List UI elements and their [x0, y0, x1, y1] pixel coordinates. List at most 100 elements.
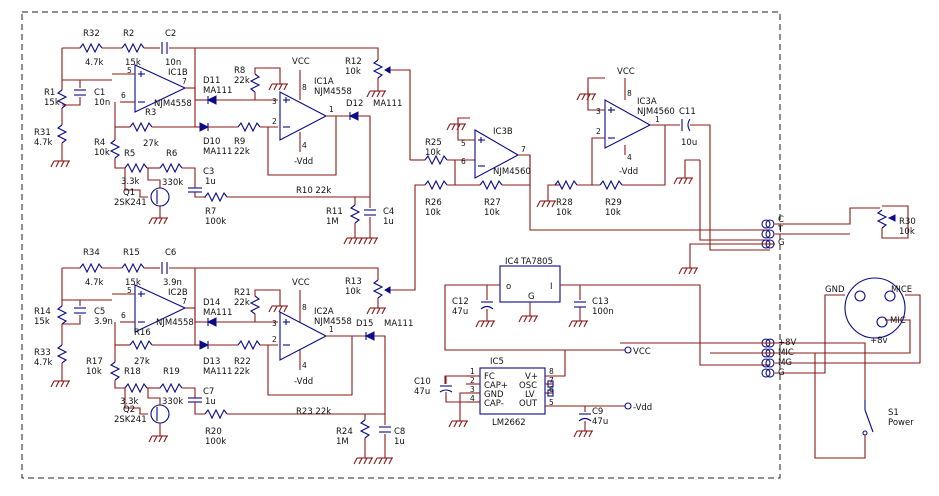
label-r29: R29 [605, 198, 622, 208]
value-r33: 4.7k [34, 358, 53, 368]
label-ic2b: IC2B [168, 288, 188, 298]
label-r28: R28 [556, 198, 573, 208]
value-r12: 10k [345, 67, 361, 77]
label-r9: R9 [234, 137, 245, 147]
pin-out: OUT [519, 399, 538, 409]
value-d11: MA111 [203, 86, 232, 96]
label-r30: R30 [899, 217, 916, 227]
svg-text:4: 4 [627, 153, 632, 162]
output-jack [678, 205, 909, 275]
svg-text:8: 8 [627, 89, 632, 98]
label-s1: S1 [888, 408, 899, 418]
label-c2: C2 [165, 29, 176, 39]
label-r3: R3 [145, 108, 156, 118]
value-c2: 10n [165, 58, 181, 68]
value-c1: 10n [94, 98, 110, 108]
label-vcc3: VCC [617, 67, 635, 77]
label-c3: C3 [203, 167, 214, 177]
value-r8: 22k [234, 76, 250, 86]
label-q2: Q2 [123, 405, 135, 415]
label-d10: D10 [203, 137, 220, 147]
label-r5: R5 [124, 149, 135, 159]
label-d14: D14 [203, 298, 220, 308]
label-c1: C1 [94, 88, 105, 98]
svg-text:7: 7 [521, 145, 526, 154]
pin-capp: CAP+ [484, 381, 508, 391]
label-r13: R13 [345, 277, 362, 287]
svg-text:5: 5 [461, 139, 466, 148]
svg-text:3: 3 [272, 97, 277, 106]
label-ic4: IC4 [505, 257, 519, 267]
pin-ic4-g: G [528, 292, 535, 302]
value-r25: 10k [425, 148, 441, 158]
xlr-connector [844, 277, 906, 339]
label-r25: R25 [425, 138, 442, 148]
svg-text:6: 6 [121, 311, 126, 320]
value-d12: MA111 [373, 99, 402, 109]
label-r6: R6 [166, 149, 177, 159]
label-r34: R34 [83, 248, 100, 258]
pin-vp: V+ [525, 372, 538, 382]
label-r20: R20 [205, 427, 222, 437]
value-r29: 10k [605, 208, 621, 218]
svg-text:4: 4 [302, 141, 307, 150]
value-r11: 1M [326, 217, 339, 227]
value-q1: 2SK241 [114, 198, 147, 208]
label-r32: R32 [83, 29, 100, 39]
net-vcc: VCC [633, 347, 651, 357]
svg-text:6: 6 [549, 385, 554, 394]
label-c12: C12 [452, 297, 469, 307]
value-c9: 47u [592, 417, 608, 427]
svg-text:6: 6 [121, 91, 126, 100]
svg-text:5: 5 [549, 398, 554, 407]
value-c13: 100n [592, 307, 614, 317]
label-r26: R26 [425, 198, 442, 208]
label-r22: R22 [234, 357, 251, 367]
svg-text:7: 7 [549, 376, 554, 385]
ic1b-opamp [134, 64, 187, 113]
label-d15: D15 [356, 319, 373, 329]
value-c3: 1u [205, 177, 216, 187]
pin-gnd: GND [484, 390, 504, 400]
value-c5: 3.9n [94, 317, 113, 327]
label-r33: R33 [34, 348, 51, 358]
type-ic3a: NJM4560 [637, 107, 675, 117]
power-supply [439, 265, 770, 438]
type-ic1b: NJM4558 [154, 99, 192, 109]
label-ic3b: IC3B [493, 127, 513, 137]
pin-ic4-o: o [506, 282, 511, 292]
value-r13: 10k [345, 287, 361, 297]
svg-text:4: 4 [302, 361, 307, 370]
value-r1: 15k [44, 98, 60, 108]
value-d15: MA111 [384, 319, 413, 329]
ic3b-opamp [474, 129, 520, 179]
value-r30: 10k [899, 227, 915, 237]
label-ic5: IC5 [490, 357, 504, 367]
pin-capm: CAP- [484, 399, 504, 409]
label-vdd3: -Vdd [619, 167, 638, 177]
value-r15: 15k [125, 278, 141, 288]
value-r24: 1M [336, 437, 349, 447]
label-d11: D11 [203, 76, 220, 86]
label-c6: C6 [165, 248, 176, 258]
label-r23: R23 22k [296, 407, 331, 417]
value-c4: 1u [383, 217, 394, 227]
type-ic5: LM2662 [492, 418, 526, 428]
svg-text:5: 5 [127, 66, 132, 75]
value-r7: 100k [205, 217, 226, 227]
value-r9: 22k [234, 147, 250, 157]
channel-2 [50, 184, 425, 465]
ic2a-opamp [279, 311, 328, 361]
type-ic2b: NJM4558 [156, 318, 194, 328]
type-ic4: TA7805 [520, 257, 553, 267]
label-d12: D12 [346, 99, 363, 109]
label-q1: Q1 [123, 188, 135, 198]
value-s1: Power [888, 418, 914, 428]
label-r7: R7 [205, 207, 216, 217]
value-r21: 22k [234, 298, 250, 308]
value-d13: MA111 [203, 367, 232, 377]
label-r1: R1 [44, 88, 55, 98]
label-vcc2: VCC [292, 278, 310, 288]
label-r8: R8 [234, 66, 245, 76]
